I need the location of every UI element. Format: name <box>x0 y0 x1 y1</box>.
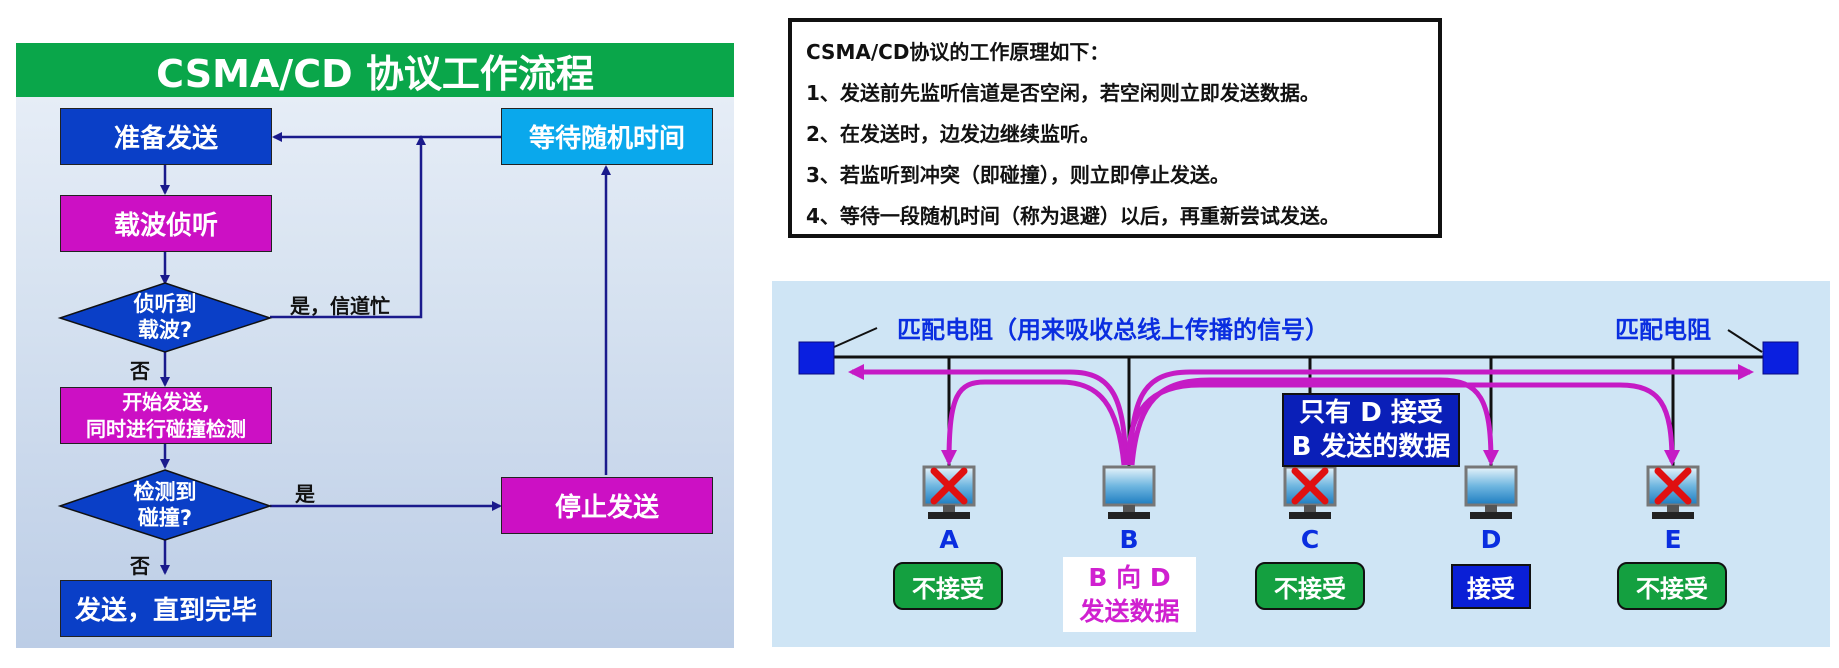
step-start-send-line1: 开始发送, <box>122 389 210 414</box>
status-a-reject: 不接受 <box>893 562 1003 610</box>
principle-item-2: 2、在发送时，边发边继续监听。 <box>806 122 1100 146</box>
right-terminator-leader <box>1727 329 1763 353</box>
decision-carrier-diamond <box>57 282 273 353</box>
step-send-until-done: 发送，直到完毕 <box>60 580 272 637</box>
principle-title: CSMA/CD协议的工作原理如下： <box>806 40 1110 64</box>
arrow-busy-loop <box>270 135 426 319</box>
left-terminator <box>798 341 835 375</box>
decision-carrier-line2: 载波? <box>137 318 193 342</box>
right-terminator <box>1762 341 1799 375</box>
monitor-e <box>1646 465 1700 519</box>
monitor-c <box>1283 465 1337 519</box>
decision-collision-diamond <box>57 469 273 541</box>
b-send-line2: 发送数据 <box>1079 596 1180 626</box>
principle-item-1: 1、发送前先监听信道是否空闲，若空闲则立即发送数据。 <box>806 81 1320 105</box>
principle-box: CSMA/CD协议的工作原理如下： 1、发送前先监听信道是否空闲，若空闲则立即发… <box>788 18 1442 238</box>
decision-collision-text: 检测到 碰撞? <box>105 479 225 531</box>
status-d-accept: 接受 <box>1451 564 1531 609</box>
node-letter-c: C <box>1300 525 1320 554</box>
node-letter-e: E <box>1664 525 1682 554</box>
monitor-d <box>1464 465 1518 519</box>
label-yes: 是 <box>295 482 315 506</box>
status-e-reject: 不接受 <box>1617 562 1727 610</box>
reject-x-icon-a <box>930 467 968 505</box>
step-carrier-sense: 载波侦听 <box>60 195 272 252</box>
info-line1: 只有 D 接受 <box>1299 398 1443 428</box>
b-send-line1: B 向 D <box>1088 562 1171 592</box>
principle-item-4: 4、等待一段随机时间（称为退避）以后，再重新尝试发送。 <box>806 204 1340 228</box>
status-c-reject: 不接受 <box>1255 562 1365 610</box>
flowchart-title: CSMA/CD 协议工作流程 <box>16 43 734 97</box>
decision-carrier-text: 侦听到 载波? <box>105 291 225 343</box>
step-stop-send: 停止发送 <box>501 477 713 534</box>
step-prepare-send: 准备发送 <box>60 108 272 165</box>
node-letter-d: D <box>1480 525 1502 554</box>
principle-item-3: 3、若监听到冲突（即碰撞），则立即停止发送。 <box>806 163 1230 187</box>
monitor-b <box>1102 465 1156 519</box>
reject-x-icon-c <box>1291 467 1329 505</box>
decision-collision-line1: 检测到 <box>133 480 197 504</box>
step-start-send-line2: 同时进行碰撞检测 <box>86 416 246 441</box>
info-only-d-receives: 只有 D 接受 B 发送的数据 <box>1282 393 1460 467</box>
signal-to-left-end <box>848 364 1129 466</box>
info-line2: B 发送的数据 <box>1291 432 1451 462</box>
monitor-a <box>922 465 976 519</box>
reject-x-icon-e <box>1654 467 1692 505</box>
step-wait-random: 等待随机时间 <box>501 108 713 165</box>
left-terminator-label: 匹配电阻（用来吸收总线上传播的信号） <box>897 316 1329 344</box>
step-start-send: 开始发送, 同时进行碰撞检测 <box>60 387 272 444</box>
label-yes-channel-busy: 是，信道忙 <box>290 294 390 318</box>
label-no-2: 否 <box>130 554 150 578</box>
signal-to-e <box>1125 382 1680 466</box>
signal-to-d <box>1129 377 1499 466</box>
label-no-1: 否 <box>130 359 150 383</box>
decision-carrier-line1: 侦听到 <box>133 292 197 316</box>
signal-to-a <box>941 379 1127 466</box>
right-terminator-label: 匹配电阻 <box>1615 316 1711 344</box>
b-sends-to-d-box: B 向 D 发送数据 <box>1063 557 1196 632</box>
node-letter-b: B <box>1119 525 1139 554</box>
decision-collision-line2: 碰撞? <box>137 506 193 530</box>
node-letter-a: A <box>939 525 959 554</box>
